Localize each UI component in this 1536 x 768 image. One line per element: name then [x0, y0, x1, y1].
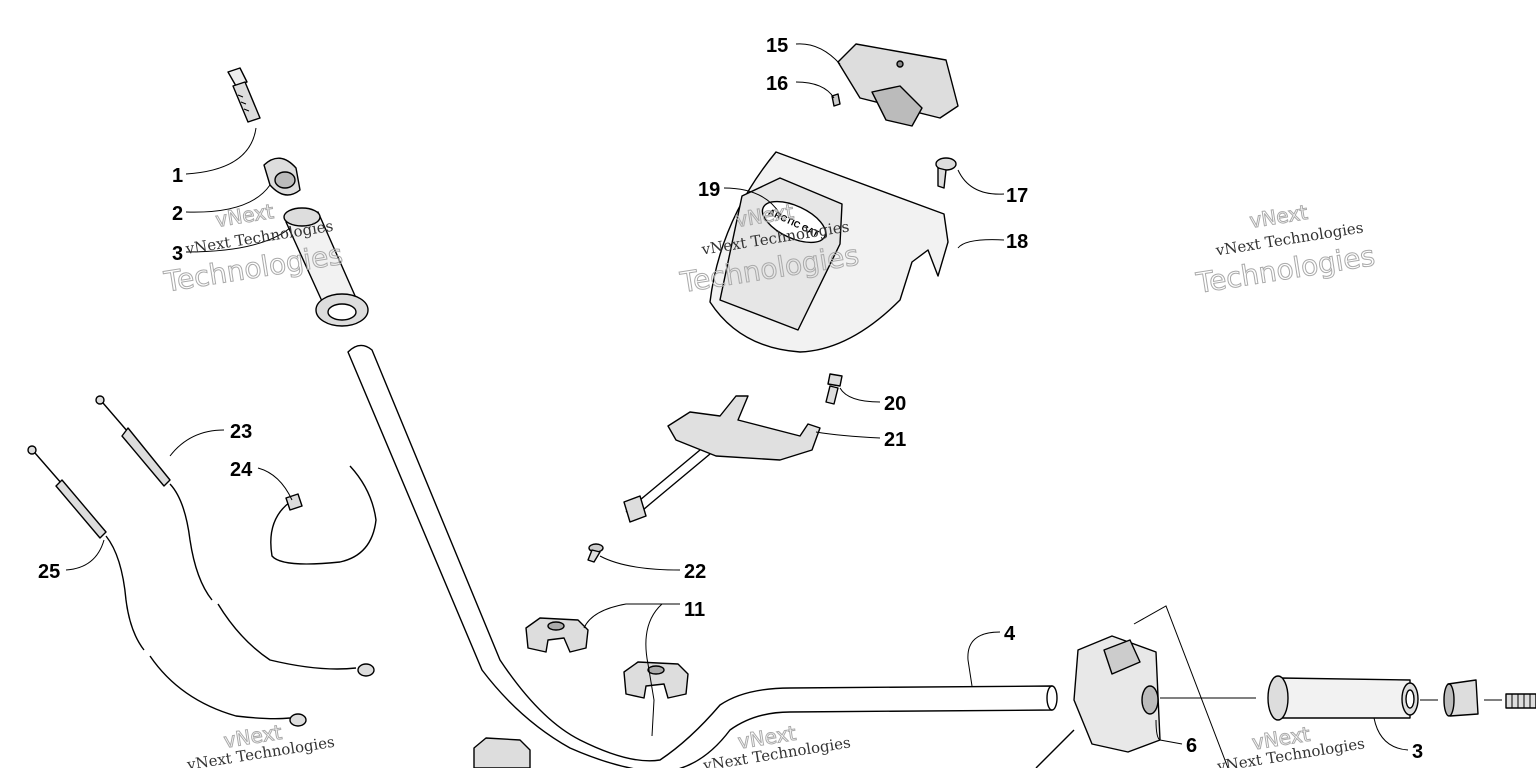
throttle-housing-part-6: [1035, 635, 1161, 768]
clamp-upper-left-part-11: [525, 617, 589, 653]
callout-16: 16: [766, 73, 788, 95]
screw-part-16: [831, 93, 841, 107]
screw-part-17: [935, 157, 957, 189]
watermark-bottom-left: vNext vNext Technologies: [185, 719, 336, 768]
watermark-right: vNext vNext Technologies Technologies: [1193, 199, 1378, 300]
watermark-bottom-right: vNext vNext Technologies: [1215, 721, 1366, 768]
zip-tie-part-24: [270, 465, 377, 565]
callout-24: 24: [230, 459, 253, 481]
callout-20: 20: [884, 393, 906, 415]
bolt-part-20: [825, 373, 843, 405]
right-end-screw: [1505, 693, 1536, 709]
clamp-lower-part: [473, 737, 531, 768]
handlebar-part-4: [347, 344, 1058, 768]
callout-23: 23: [230, 421, 252, 443]
mount-bracket-part-21: [625, 395, 821, 517]
left-grip-part-3: [283, 207, 369, 327]
gauge-bezel-part-15: [837, 43, 959, 127]
brake-cable-part-25: [27, 445, 307, 727]
callout-1: 1: [172, 165, 183, 187]
callout-3-right: 3: [1412, 741, 1423, 763]
callout-21: 21: [884, 429, 906, 451]
right-assembly-bracket-lines: [1133, 605, 1229, 768]
callout-6: 6: [1186, 735, 1197, 757]
callout-3-left: 3: [172, 243, 183, 265]
throttle-cable-part-23: [95, 395, 375, 677]
end-screw-part-1: [227, 67, 261, 123]
callout-25: 25: [38, 561, 60, 583]
callout-18: 18: [1006, 231, 1028, 253]
callout-17: 17: [1006, 185, 1028, 207]
clamp-upper-right-part-11: [623, 661, 689, 699]
callout-19: 19: [698, 179, 720, 201]
right-bar-end-weight: [1443, 679, 1479, 717]
callout-22: 22: [684, 561, 706, 583]
callout-2: 2: [172, 203, 183, 225]
bar-end-weight-part-2: [263, 157, 301, 196]
right-grip-part-3: [1267, 675, 1419, 721]
callout-4: 4: [1004, 623, 1016, 645]
callout-11: 11: [684, 599, 705, 621]
leader-lines: [65, 43, 1409, 751]
callout-15: 15: [766, 35, 788, 57]
right-assembly-centerline: [1160, 697, 1502, 701]
fastener-part-22: [587, 495, 647, 563]
